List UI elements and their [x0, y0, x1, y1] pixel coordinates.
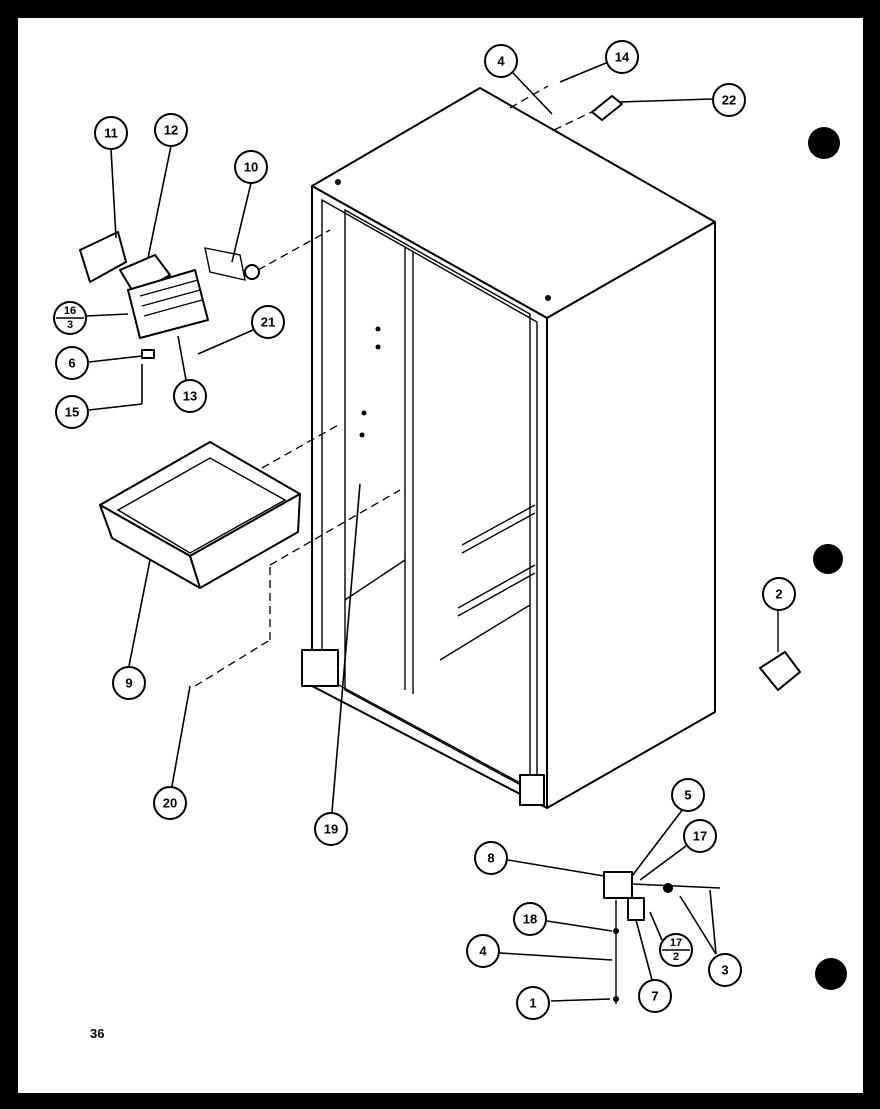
- callout-label: 12: [164, 123, 178, 138]
- callout-17-top: 17: [683, 819, 717, 853]
- callout-4-top: 4: [484, 44, 518, 78]
- punch-hole-middle: [813, 544, 843, 574]
- callout-19: 19: [314, 812, 348, 846]
- callout-13: 13: [173, 379, 207, 413]
- valve-part: [759, 610, 801, 691]
- callout-label: 14: [615, 50, 630, 65]
- callout-8: 8: [474, 841, 508, 875]
- refrigerator-cabinet: [301, 87, 716, 809]
- callout-10: 10: [234, 150, 268, 184]
- ice-bucket: [99, 441, 301, 589]
- callout-2-valve: 2: [762, 577, 796, 611]
- callout-label: 1: [529, 996, 536, 1011]
- callout-label: 7: [651, 989, 658, 1004]
- callout-7: 7: [638, 979, 672, 1013]
- callout-label: 9: [125, 676, 132, 691]
- callout-label: 20: [163, 796, 177, 811]
- callout-16-3: 16 3: [53, 301, 87, 335]
- callout-label: 19: [324, 822, 338, 837]
- callout-21: 21: [251, 305, 285, 339]
- callout-5: 5: [671, 778, 705, 812]
- callout-label: 8: [487, 851, 494, 866]
- callout-label: 2: [775, 587, 782, 602]
- icemaker-assembly: [79, 231, 260, 359]
- callout-label: 5: [684, 788, 691, 803]
- callout-22: 22: [712, 83, 746, 117]
- fitting-part: [591, 95, 623, 121]
- callout-18: 18: [513, 902, 547, 936]
- water-valve-assembly: [603, 871, 721, 1004]
- page-number: 36: [90, 1026, 105, 1041]
- callout-label: 15: [65, 405, 79, 420]
- callout-label: 17: [693, 829, 707, 844]
- callout-label: 2: [673, 951, 679, 963]
- callout-label: 18: [523, 912, 537, 927]
- callout-3-bottom: 3: [708, 953, 742, 987]
- callout-1: 1: [516, 986, 550, 1020]
- callout-label: 4: [497, 54, 505, 69]
- assembly-lines: [194, 85, 601, 687]
- callout-20: 20: [153, 786, 187, 820]
- callout-label: 21: [261, 315, 275, 330]
- punch-hole-bottom: [815, 958, 847, 990]
- callout-label: 13: [183, 389, 197, 404]
- callout-label: 3: [721, 963, 728, 978]
- callout-14: 14: [605, 40, 639, 74]
- callout-label: 10: [244, 160, 258, 175]
- callout-12: 12: [154, 113, 188, 147]
- callout-15: 15: [55, 395, 89, 429]
- callout-4-bottom: 4: [466, 934, 500, 968]
- callout-6: 6: [55, 346, 89, 380]
- leader-lines: [85, 62, 717, 1002]
- callout-label: 16: [64, 305, 76, 317]
- callout-9: 9: [112, 666, 146, 700]
- callout-label: 3: [67, 319, 73, 331]
- callout-label: 11: [104, 126, 118, 141]
- callout-17-2: 17 2: [659, 933, 693, 967]
- callout-11: 11: [94, 116, 128, 150]
- punch-hole-top: [808, 127, 840, 159]
- callout-label: 17: [670, 937, 682, 949]
- callout-label: 4: [479, 944, 487, 959]
- callout-label: 6: [68, 356, 75, 371]
- callout-label: 22: [722, 93, 736, 108]
